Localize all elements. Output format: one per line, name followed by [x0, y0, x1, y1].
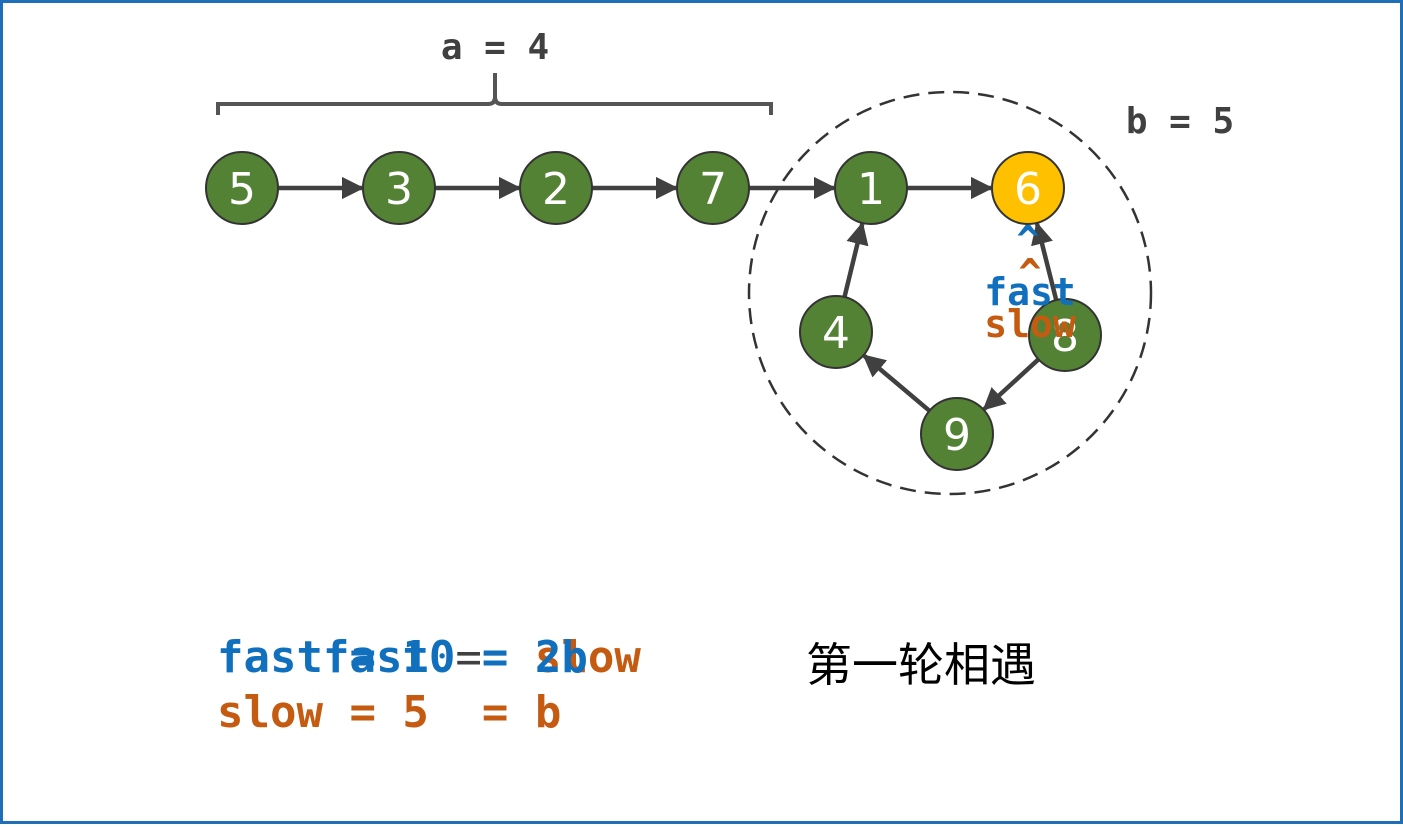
equation-fast-steps: fast = 10 = 2b [217, 632, 588, 683]
node-circle [362, 151, 436, 225]
a-label: a = 4 [441, 27, 549, 68]
list-node-8: 8 [1028, 298, 1102, 372]
list-node-4: 4 [799, 295, 873, 369]
edge-9-to-4 [862, 354, 931, 413]
edge-8-to-6 [1031, 221, 1059, 301]
list-node-5: 5 [205, 151, 279, 225]
list-node-7: 7 [676, 151, 750, 225]
node-circle [676, 151, 750, 225]
node-circle [991, 151, 1065, 225]
fast-pointer-caret: ^ [1017, 218, 1040, 262]
node-circle [205, 151, 279, 225]
linked-list-diagram: a = 4 b = 5 5 3 2 7 1 6 8 9 4 ^ ^ fast slow [205, 27, 1234, 496]
equation-slow-steps: slow = 5 = b [217, 687, 562, 738]
node-value: 9 [943, 410, 971, 461]
edge-4-to-1 [842, 221, 869, 298]
cycle-boundary [747, 90, 1153, 496]
list-node-6: 6 [991, 151, 1065, 225]
node-value: 7 [699, 164, 727, 215]
node-circle [920, 397, 994, 471]
node-value: 2 [542, 164, 570, 215]
node-circle [799, 295, 873, 369]
node-circle [519, 151, 593, 225]
node-circle [1028, 298, 1102, 372]
eq-fast-term: fast [322, 632, 429, 683]
slow-pointer-caret: ^ [1019, 251, 1042, 295]
node-circle [834, 151, 908, 225]
list-node-9: 9 [920, 397, 994, 471]
nodes: 5 3 2 7 1 6 8 9 4 [205, 151, 1102, 471]
fast-pointer-label: fast [984, 270, 1076, 314]
list-node-3: 3 [362, 151, 436, 225]
edge-8-to-9 [982, 357, 1040, 411]
node-value: 3 [385, 164, 413, 215]
caption: 第一轮相遇 [806, 638, 1036, 692]
list-node-1: 1 [834, 151, 908, 225]
edges [278, 176, 1059, 413]
node-value: 4 [822, 308, 850, 359]
b-label: b = 5 [1126, 101, 1234, 142]
node-value: 1 [857, 164, 885, 215]
node-value: 6 [1014, 164, 1042, 215]
node-value: 5 [228, 164, 256, 215]
node-value: 8 [1051, 311, 1079, 362]
eq-operator: == [428, 632, 535, 683]
list-node-2: 2 [519, 151, 593, 225]
a-brace [216, 73, 773, 115]
eq-slow-term: slow [534, 632, 641, 683]
slow-pointer-label: slow [984, 302, 1076, 346]
equation-fast-equals-slow: fast == slow [217, 575, 641, 740]
